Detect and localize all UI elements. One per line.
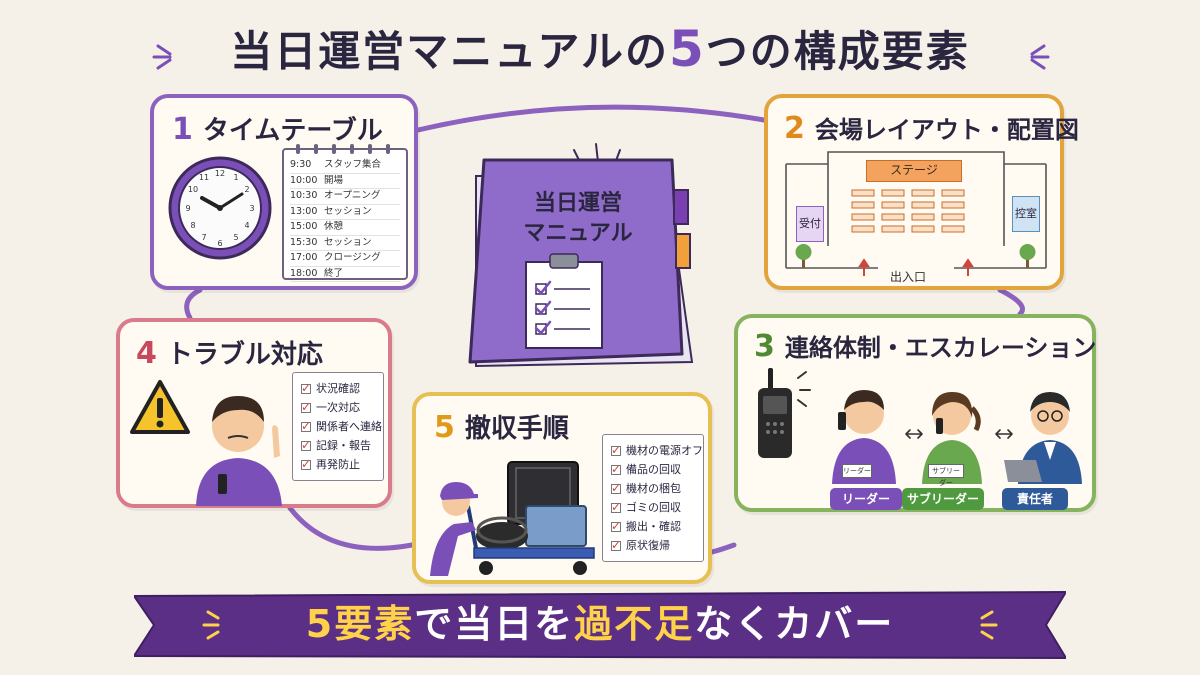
check-icon	[301, 398, 311, 417]
checklist-item: 搬出・確認	[611, 517, 695, 536]
svg-text:12: 12	[215, 169, 225, 178]
staff-figure	[196, 396, 282, 506]
sparkle-right-icon	[1030, 44, 1050, 70]
svg-text:4: 4	[244, 221, 249, 230]
title-area: 当日運営マニュアルの5つの構成要素	[0, 14, 1200, 84]
check-icon	[301, 436, 311, 455]
svg-text:9: 9	[185, 204, 190, 213]
leader-name-tag: リーダー	[842, 464, 872, 478]
svg-text:7: 7	[201, 233, 206, 242]
waiting-room-label: 控室	[1012, 196, 1040, 232]
checklist-item: 原状復帰	[611, 536, 695, 555]
teardown-checklist: 機材の電源オフ 備品の回収 機材の梱包 ゴミの回収 搬出・確認 原状復帰	[602, 434, 704, 562]
book-title-line1: 当日運営	[534, 190, 622, 216]
checklist-item: 記録・報告	[301, 436, 375, 455]
reception-label: 受付	[796, 206, 824, 242]
tree-icon	[795, 244, 1036, 268]
clipboard-icon	[525, 261, 603, 349]
role-badge-subleader: サブリーダー	[902, 488, 984, 510]
svg-text:6: 6	[217, 239, 222, 248]
summary-banner-text: 5要素で当日を過不足なくカバー	[305, 602, 895, 646]
floor-plan	[785, 151, 1047, 276]
svg-text:11: 11	[199, 173, 209, 182]
checklist-item: 機材の電源オフ	[611, 441, 703, 460]
svg-text:5: 5	[233, 233, 238, 242]
check-icon	[301, 379, 311, 398]
book-title-line2: マニュアル	[523, 221, 632, 246]
summary-banner	[134, 590, 1066, 660]
page-title: 当日運営マニュアルの5つの構成要素	[230, 20, 970, 78]
check-icon	[611, 536, 621, 555]
escalation-illustration	[758, 368, 1082, 484]
checklist-item: 状況確認	[301, 379, 375, 398]
check-icon	[301, 455, 311, 474]
role-badge-manager: 責任者	[1002, 488, 1068, 510]
svg-text:3: 3	[249, 204, 254, 213]
svg-text:10: 10	[188, 185, 198, 194]
check-icon	[611, 498, 621, 517]
check-icon	[611, 460, 621, 479]
checklist-item: 関係者へ連絡	[301, 417, 382, 436]
checklist-item: 再発防止	[301, 455, 375, 474]
checklist-item: ゴミの回収	[611, 498, 695, 517]
checklist-item: 機材の梱包	[611, 479, 695, 498]
sparkle-icon	[202, 610, 998, 640]
manager-figure	[1004, 392, 1082, 484]
cart-equipment-illustration	[430, 461, 595, 576]
laptop-icon	[1004, 460, 1042, 482]
check-icon	[611, 479, 621, 498]
warning-icon	[130, 380, 190, 434]
svg-text:1: 1	[233, 173, 238, 182]
checklist-item: 一次対応	[301, 398, 375, 417]
trouble-checklist: 状況確認 一次対応 関係者へ連絡 記録・報告 再発防止	[292, 372, 384, 481]
walkie-talkie-icon	[758, 368, 811, 458]
entrance-label: 出入口	[890, 270, 927, 284]
svg-text:8: 8	[190, 221, 195, 230]
checklist-item: 備品の回収	[611, 460, 695, 479]
subleader-name-tag: サブリーダー	[928, 464, 964, 487]
check-icon	[611, 517, 621, 536]
role-badge-leader: リーダー	[830, 488, 902, 510]
manual-book-icon: 当日運営 マニュアル	[468, 143, 694, 368]
sparkle-left-icon	[152, 44, 172, 70]
check-icon	[301, 417, 311, 436]
stage-label: ステージ	[866, 160, 962, 182]
check-icon	[611, 441, 621, 460]
svg-text:2: 2	[244, 185, 249, 194]
